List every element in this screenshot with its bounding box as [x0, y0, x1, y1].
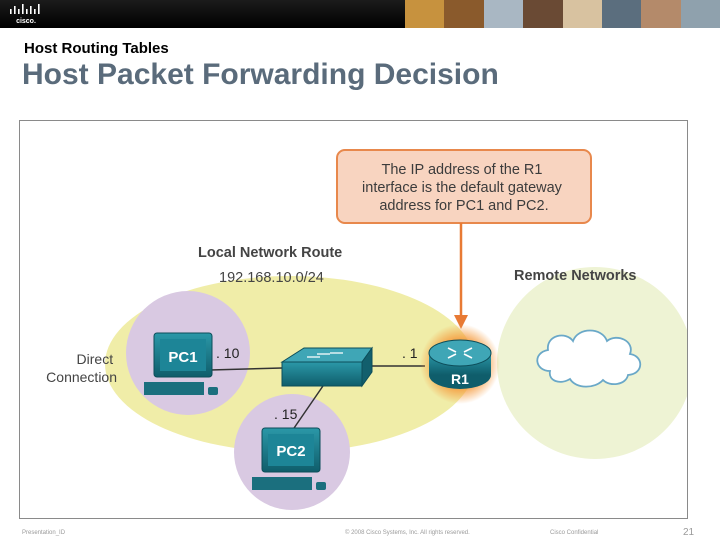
pc1-host-id: . 10: [216, 345, 240, 361]
footer-presentation-id: Presentation_ID: [22, 530, 66, 536]
callout-arrow-head: [454, 315, 468, 329]
direct-connection-label-2: Connection: [46, 369, 117, 385]
cloud-icon: [536, 329, 642, 388]
svg-text:Direct Connection: Direct Connection: [46, 351, 117, 385]
footer-confidential: Cisco Confidential: [550, 530, 599, 536]
banner-black-bar: [0, 0, 405, 28]
local-route-label: Local Network Route: [198, 245, 342, 261]
top-banner: cisco.: [0, 0, 720, 28]
pc1-computer-icon[interactable]: PC1: [144, 332, 218, 395]
callout-line-3: address for PC1 and PC2.: [379, 198, 548, 214]
link-switch-pc2: [291, 382, 326, 432]
svg-text:The IP address of the R1: The IP address of the R1 interface is th…: [362, 162, 566, 214]
pc2-computer-icon[interactable]: PC2: [252, 427, 326, 490]
callout-line-1: The IP address of the R1: [382, 162, 543, 178]
pc1-label: PC1: [168, 349, 197, 366]
callout-line-2: interface is the default gateway: [362, 180, 563, 196]
router-r1-icon[interactable]: R1: [420, 324, 500, 404]
cisco-logo: cisco.: [10, 4, 40, 25]
network-diagram: The IP address of the R1 interface is th…: [46, 149, 687, 510]
switch-icon[interactable]: [280, 346, 373, 388]
router-host-id: . 1: [402, 345, 418, 361]
banner-photo-strip: [405, 0, 720, 28]
page-number: 21: [683, 527, 695, 538]
gateway-callout: [336, 149, 592, 224]
remote-networks-label: Remote Networks: [514, 268, 636, 284]
local-route-network: 192.168.10.0/24: [219, 270, 324, 286]
svg-text:cisco.: cisco.: [16, 18, 36, 25]
pc2-host-id: . 15: [274, 406, 298, 422]
diagram-frame: The IP address of the R1 interface is th…: [19, 120, 688, 519]
pc2-label: PC2: [276, 443, 305, 460]
direct-connection-label-1: Direct: [77, 351, 114, 367]
slide-subtitle: Host Routing Tables: [24, 40, 169, 57]
footer-copyright: © 2008 Cisco Systems, Inc. All rights re…: [345, 530, 470, 536]
slide-title: Host Packet Forwarding Decision: [22, 58, 499, 91]
link-pc1-switch: [209, 367, 283, 371]
router-label: R1: [451, 371, 469, 387]
